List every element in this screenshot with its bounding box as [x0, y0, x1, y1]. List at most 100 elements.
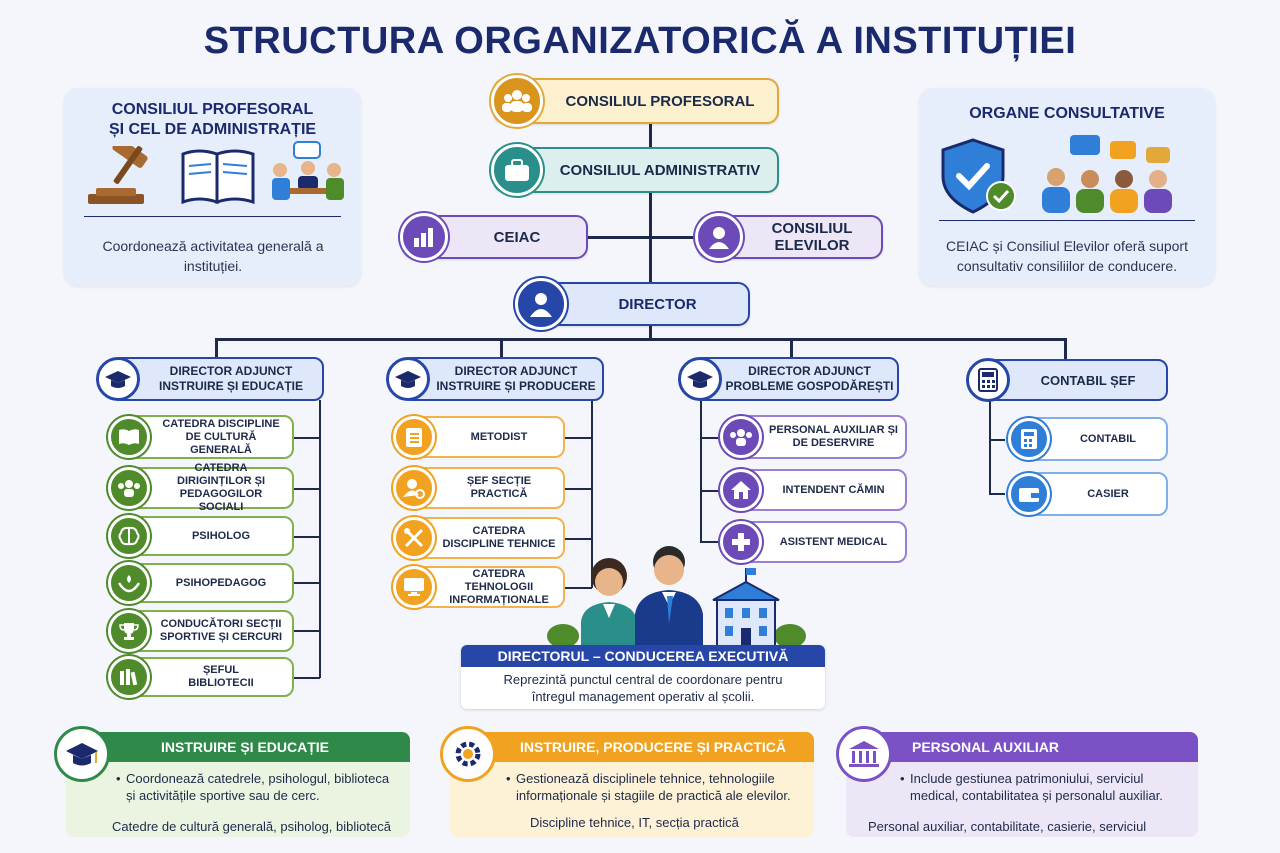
- book-icon: [108, 416, 150, 458]
- card-body: Gestionează disciplinele tehnice, tehnol…: [450, 762, 814, 831]
- executive-box: DIRECTORUL – CONDUCEREA EXECUTIVĂ Reprez…: [461, 645, 825, 709]
- gavel-icon: [88, 138, 148, 204]
- item-label: CATEDRA DIRIGINȚILOR ȘI PEDAGOGILOR SOCI…: [177, 462, 265, 513]
- meeting-icon: [272, 141, 344, 200]
- connector-line: [790, 338, 793, 360]
- branch-head-probleme-gospodaresti[interactable]: DIRECTOR ADJUNCT PROBLEME GOSPODĂREȘTI: [678, 357, 899, 401]
- connector-line: [319, 400, 321, 678]
- consiliul-administrativ-box[interactable]: CONSILIUL ADMINISTRATIV: [491, 144, 779, 196]
- item-label: PSIHOLOG: [191, 529, 251, 542]
- item-label: CATEDRA DISCIPLINE DE CULTURĂ GENERALĂ: [162, 417, 280, 456]
- item-label: CASIER: [1087, 487, 1129, 500]
- card-body: Coordonează catedrele, psihologul, bibli…: [66, 762, 410, 835]
- calculator-icon: [966, 358, 1010, 402]
- consiliul-elevilor-box[interactable]: CONSILIUL ELEVILOR: [695, 213, 883, 261]
- group-icon: [491, 75, 543, 127]
- catedra-dirigintilor-item[interactable]: CATEDRA DIRIGINȚILOR ȘI PEDAGOGILOR SOCI…: [108, 462, 294, 513]
- people-chat-icon: [1042, 135, 1172, 213]
- ceiac-label: CEIAC: [493, 228, 541, 246]
- item-label: PERSONAL AUXILIAR ȘI DE DESERVIRE: [769, 424, 898, 449]
- branch-head-contabil-sef[interactable]: CONTABIL ȘEF: [966, 358, 1168, 402]
- director-box[interactable]: DIRECTOR: [515, 278, 750, 330]
- checklist-icon: [393, 416, 435, 458]
- sectii-sportive-item[interactable]: CONDUCĂTORI SECȚII SPORTIVE ȘI CERCURI: [108, 610, 294, 652]
- item-label: ȘEFUL BIBLIOTECII: [188, 664, 254, 689]
- branch-head-label: DIRECTOR ADJUNCT INSTRUIRE ȘI EDUCAȚIE: [158, 364, 303, 393]
- wallet-icon: [1008, 473, 1050, 515]
- intendent-camin-item[interactable]: INTENDENT CĂMIN: [720, 469, 907, 511]
- connector-line: [700, 541, 718, 543]
- branch-head-instruire-producere[interactable]: DIRECTOR ADJUNCT INSTRUIRE ȘI PRODUCERE: [386, 357, 604, 401]
- book-icon: [181, 149, 255, 205]
- connector-line: [649, 122, 652, 282]
- item-label: CONTABIL: [1079, 432, 1136, 445]
- psihopedagog-item[interactable]: PSIHOPEDAGOG: [108, 562, 294, 604]
- group-icon: [108, 467, 150, 509]
- catedra-tehnologii-informationale-item[interactable]: CATEDRA TEHNOLOGII INFORMAȚIONALE: [393, 566, 565, 608]
- connector-line: [565, 437, 592, 439]
- branch-head-instruire-educatie[interactable]: DIRECTOR ADJUNCT INSTRUIRE ȘI EDUCAȚIE: [96, 357, 324, 401]
- ceiac-box[interactable]: CEIAC: [400, 213, 588, 261]
- contabil-item[interactable]: CONTABIL: [1008, 417, 1168, 461]
- left-panel-illustration: [84, 138, 344, 206]
- brain-icon: [108, 515, 150, 557]
- card-footer: Personal auxiliar, contabilitate, casier…: [868, 819, 1147, 837]
- student-icon: [695, 213, 743, 261]
- connector-line: [989, 493, 1005, 495]
- director-label: DIRECTOR: [618, 295, 697, 313]
- house-icon: [720, 469, 762, 511]
- right-panel: ORGANE CONSULTATIVE CEIAC și Consiliul E…: [919, 88, 1215, 286]
- executive-title: DIRECTORUL – CONDUCEREA EXECUTIVĂ: [461, 645, 825, 667]
- personal-auxiliar-item[interactable]: PERSONAL AUXILIAR ȘI DE DESERVIRE: [720, 415, 907, 459]
- seful-bibliotecii-item[interactable]: ȘEFUL BIBLIOTECII: [108, 656, 294, 698]
- connector-line: [700, 400, 702, 542]
- asistent-medical-item[interactable]: ASISTENT MEDICAL: [720, 521, 907, 563]
- calculator-icon: [1008, 418, 1050, 460]
- connector-line: [591, 400, 593, 588]
- connector-line: [500, 338, 503, 360]
- metodist-item[interactable]: METODIST: [393, 416, 565, 458]
- item-label: INTENDENT CĂMIN: [782, 483, 885, 496]
- building-icon: [836, 726, 892, 782]
- hands-plant-icon: [108, 562, 150, 604]
- connector-line: [649, 324, 652, 340]
- divider: [84, 216, 341, 217]
- divider: [939, 220, 1195, 221]
- item-label: CATEDRA TEHNOLOGII INFORMAȚIONALE: [449, 567, 549, 606]
- connector-line: [294, 630, 320, 632]
- connector-line: [294, 536, 320, 538]
- graduation-cap-icon: [54, 726, 110, 782]
- group-icon: [720, 416, 762, 458]
- connector-line: [294, 437, 320, 439]
- card-footer: Discipline tehnice, IT, secția practică: [530, 815, 739, 830]
- graduation-cap-icon: [96, 357, 140, 401]
- card-personal-auxiliar: PERSONAL AUXILIAR Include gestiunea patr…: [846, 732, 1198, 837]
- branch-head-label: DIRECTOR ADJUNCT PROBLEME GOSPODĂREȘTI: [725, 364, 894, 393]
- connector-line: [294, 677, 320, 679]
- consiliul-profesoral-label: CONSILIUL PROFESORAL: [565, 92, 755, 110]
- connector-line: [989, 439, 1005, 441]
- connector-line: [215, 338, 1067, 341]
- page-title: STRUCTURA ORGANIZATORICĂ A INSTITUȚIEI: [203, 20, 1077, 62]
- graduation-cap-icon: [386, 357, 430, 401]
- consiliul-elevilor-label: CONSILIUL ELEVILOR: [771, 220, 853, 254]
- item-label: METODIST: [470, 430, 528, 443]
- item-label: ȘEF SECȚIE PRACTICĂ: [466, 475, 532, 500]
- gear-icon: [440, 726, 496, 782]
- psiholog-item[interactable]: PSIHOLOG: [108, 515, 294, 557]
- card-title: INSTRUIRE, PRODUCERE ȘI PRACTICĂ: [450, 732, 814, 762]
- consiliul-administrativ-label: CONSILIUL ADMINISTRATIV: [559, 161, 761, 179]
- sef-sectie-practica-item[interactable]: ȘEF SECȚIE PRACTICĂ: [393, 467, 565, 509]
- consiliul-profesoral-box[interactable]: CONSILIUL PROFESORAL: [491, 75, 779, 127]
- item-label: CONDUCĂTORI SECȚII SPORTIVE ȘI CERCURI: [159, 618, 283, 643]
- connector-line: [215, 338, 218, 360]
- shield-check-icon: [941, 138, 1016, 214]
- item-label: CATEDRA DISCIPLINE TEHNICE: [442, 525, 556, 550]
- person-gear-icon: [393, 467, 435, 509]
- catedra-discipline-tehnice-item[interactable]: CATEDRA DISCIPLINE TEHNICE: [393, 517, 565, 559]
- left-panel: CONSILIUL PROFESORAL ȘI CEL DE ADMINISTR…: [64, 88, 361, 286]
- catedra-cultura-generala-item[interactable]: CATEDRA DISCIPLINE DE CULTURĂ GENERALĂ: [108, 415, 294, 459]
- casier-item[interactable]: CASIER: [1008, 472, 1168, 516]
- connector-line: [700, 437, 718, 439]
- connector-line: [294, 488, 320, 490]
